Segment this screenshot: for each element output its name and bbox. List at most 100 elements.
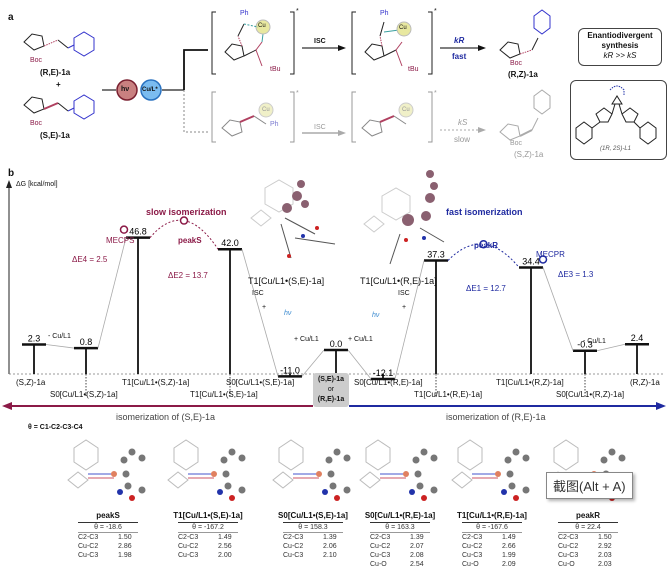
state-label-sz1a: (S,Z)-1a (16, 378, 46, 387)
hv-left: hν (284, 310, 292, 317)
structure-title: T1[Cu/L1•(R,E)-1a] (457, 511, 527, 520)
delta-e4-label: ΔE4 = 2.5 (72, 255, 108, 264)
bond-length: 1.50 (118, 534, 132, 541)
peak-r-label: peakR (474, 241, 499, 250)
energy-value-label: 34.4 (522, 256, 540, 266)
bond-name: C2-C3 (462, 534, 483, 541)
minus-cu-left: - Cu/L1 (48, 333, 71, 340)
bond-length: 1.49 (218, 534, 232, 541)
slow-isomerization-title: slow isomerization (146, 207, 227, 217)
complex2-cu: Cu (399, 25, 407, 31)
xray-structure-r (363, 170, 445, 265)
theta-value: θ = -167.6 (462, 522, 522, 533)
complex1-cu: Cu (258, 23, 266, 29)
state-label-s0-sz: S0[Cu/L1•(S,Z)-1a] (50, 390, 118, 399)
isc-right-label: ISC (398, 290, 410, 297)
structure-title: T1[Cu/L1•(S,E)-1a] (173, 511, 243, 520)
ligand-label: (1R, 2S)-L1 (600, 146, 632, 152)
state-label-t1-se: T1[Cu/L1•(S,E)-1a] (190, 390, 258, 399)
plus-right: + (402, 304, 407, 311)
peak-s-arc-marker (179, 216, 189, 225)
energy-value-label: -0.3 (577, 340, 593, 350)
mecp-r-label: MECPR (536, 250, 565, 259)
cu-circle-icon (140, 79, 162, 101)
speed-fast: fast (452, 52, 467, 61)
reactant-re-boc: Boc (30, 57, 43, 64)
plus-sign: + (56, 80, 61, 89)
hv-catalyst-label: hν (121, 86, 130, 93)
bond-row: C2-C3 1.50 (78, 533, 138, 542)
xray-structure-s (250, 179, 336, 259)
mecp-s-marker (119, 225, 129, 234)
connector-line (97, 237, 127, 349)
energy-value-label: 46.8 (129, 227, 147, 237)
bond-length: 2.00 (218, 552, 232, 559)
energy-value-label: -11.0 (280, 365, 300, 375)
theta-value: θ = 22.4 (558, 522, 618, 533)
mecp-s-label: MECPS (106, 236, 135, 245)
complex3-star: * (296, 90, 299, 97)
bond-name: Cu-C2 (283, 543, 304, 550)
bond-length: 2.92 (598, 543, 612, 550)
slow-branch-line (183, 90, 208, 133)
complex4-star: * (434, 90, 437, 97)
bond-name: Cu-O (370, 561, 387, 568)
bond-length: 1.39 (410, 534, 424, 541)
product-rz-label: (R,Z)-1a (508, 70, 538, 79)
reactant-re-label: (R,E)-1a (40, 68, 71, 77)
ligand-drawing (575, 85, 657, 145)
enantio-line3: kR >> kS (603, 51, 637, 60)
energy-value-label: 0.8 (80, 337, 93, 347)
peak-s-label: peakS (178, 236, 202, 245)
connector-line (241, 249, 279, 377)
xray-r-caption: T1[Cu/L1•(R,E)-1a] (360, 276, 437, 286)
bond-name: Cu-O (558, 561, 575, 568)
center-state-box: (S,E)-1a or (R,E)-1a (313, 373, 349, 407)
bond-length: 2.08 (410, 552, 424, 559)
bond-name: Cu-C3 (283, 552, 304, 559)
bond-name: C2-C3 (283, 534, 304, 541)
bond-row: C2-C3 1.49 (462, 533, 522, 542)
bond-name: C2-C3 (78, 534, 99, 541)
bond-name: C2-C3 (370, 534, 391, 541)
complex2-tbu: tBu (408, 66, 419, 73)
structure-title: peakS (96, 511, 120, 520)
bond-length: 2.54 (410, 561, 424, 568)
energy-value-label: 42.0 (221, 238, 239, 248)
bond-length: 2.06 (323, 543, 337, 550)
reactant-se-structure (23, 94, 95, 120)
bond-name: Cu-C2 (462, 543, 483, 550)
panel-a-label: a (8, 12, 14, 23)
bond-length: 2.09 (502, 561, 516, 568)
xray-s-caption: T1[Cu/L1•(S,E)-1a] (248, 276, 325, 286)
theta-value: θ = -167.2 (178, 522, 238, 533)
state-label-s0-re: S0[Cu/L1•(R,E)-1a] (354, 378, 423, 387)
bond-length: 1.49 (502, 534, 516, 541)
bond-name: Cu-C3 (78, 552, 99, 559)
bond-row: C2-C3 1.39 (370, 533, 430, 542)
connector-line (394, 260, 425, 380)
center-state-line1: (S,E)-1a (317, 376, 345, 383)
center-state-line3: (R,E)-1a (317, 396, 345, 403)
connector-line (45, 344, 75, 349)
y-axis-arrowhead (6, 180, 12, 188)
bond-length: 2.86 (118, 543, 132, 550)
product-sz-boc: Boc (510, 140, 523, 147)
state-label-t1-re: T1[Cu/L1•(R,E)-1a] (414, 390, 483, 399)
theta-definition: θ = C1-C2-C3-C4 (28, 424, 83, 431)
complex3-ph: Ph (270, 121, 279, 128)
left-arrow-caption: isomerization of (S,E)-1a (116, 412, 216, 422)
